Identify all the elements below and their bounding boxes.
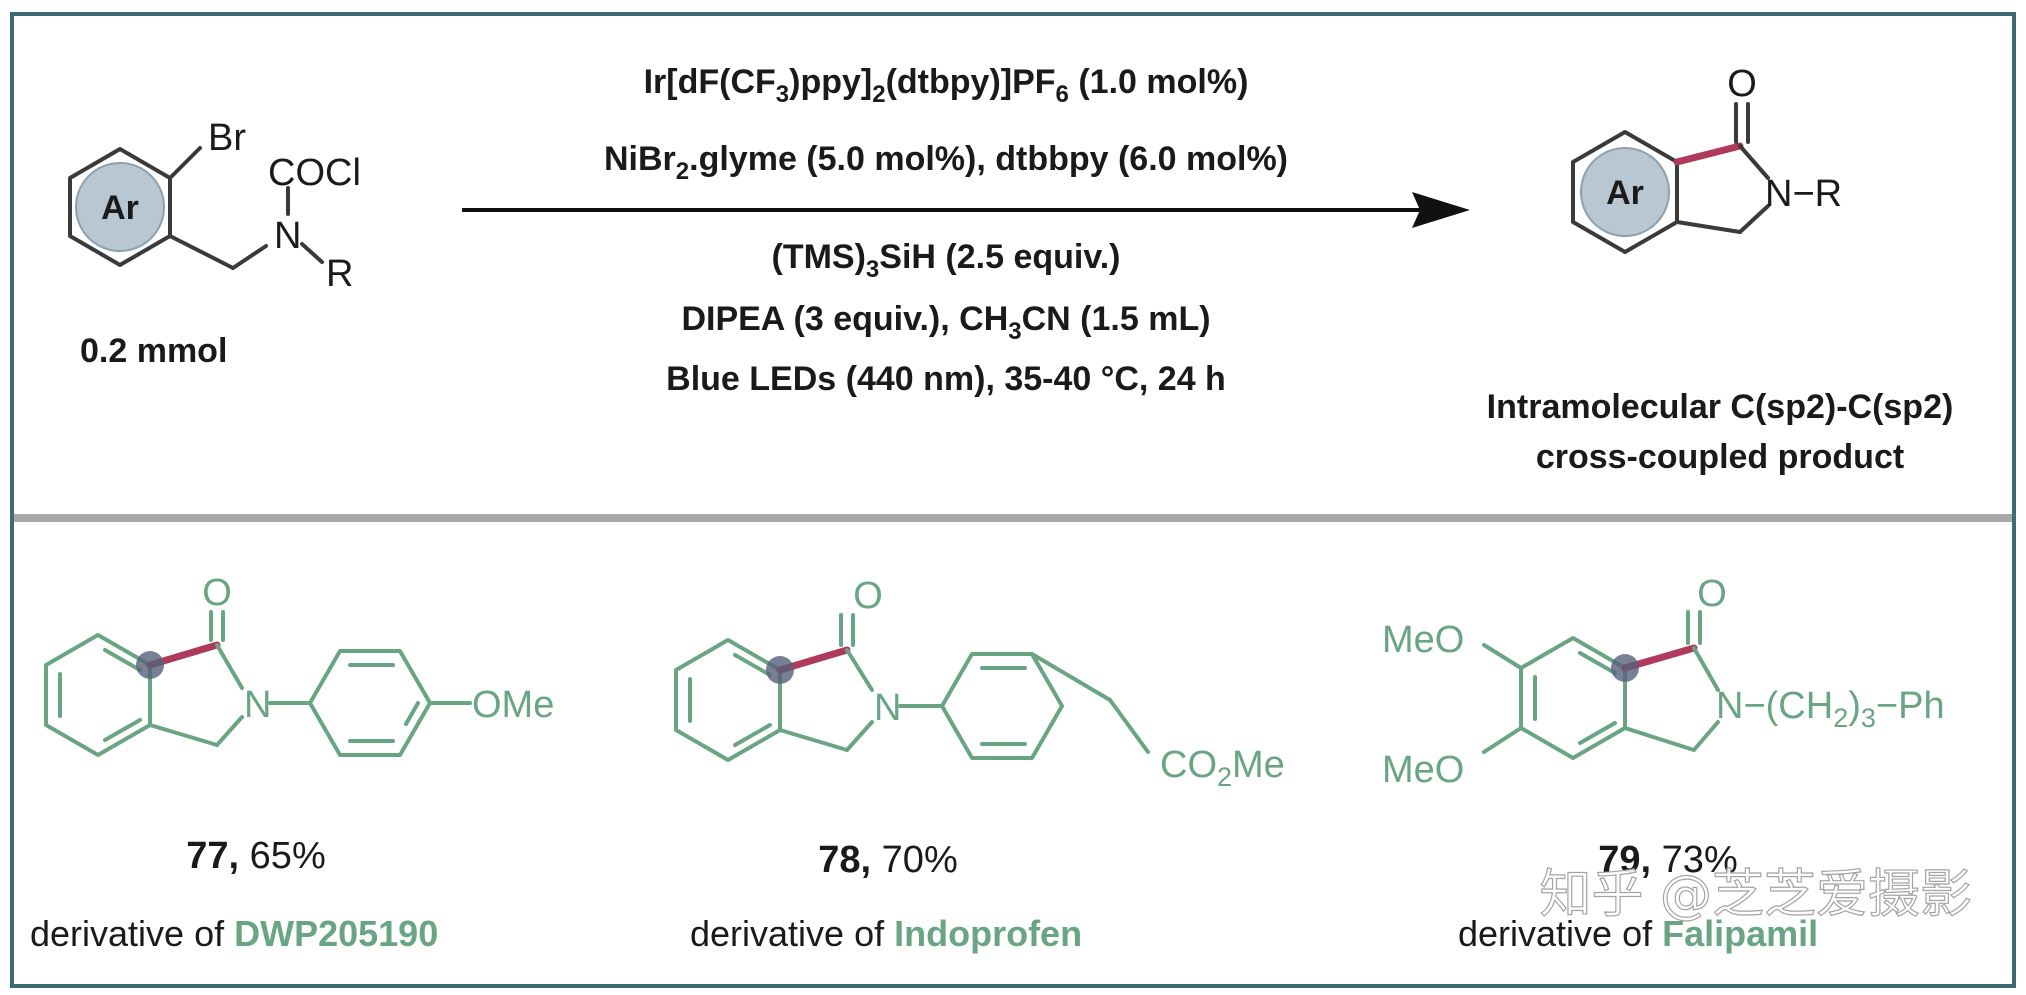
ex78-o-label: O [853, 575, 883, 617]
condition-nickel: NiBr2.glyme (5.0 mol%), dtbbpy (6.0 mol%… [604, 140, 1288, 185]
ex77-o-label: O [202, 572, 232, 614]
ex79-chain-label: N−(CH2)3−Ph [1716, 685, 1945, 733]
br-label: Br [208, 117, 246, 159]
reactant-structure: Ar Br COCl N R 0.2 mmol [68, 117, 361, 370]
example-77-yield: 77, 65% [186, 835, 325, 877]
product-caption-line1: Intramolecular C(sp2)-C(sp2) [1487, 388, 1954, 426]
coupling-dot-icon [1611, 654, 1639, 682]
watermark: 知乎 @芝芝爱摄影 [1539, 865, 1972, 925]
r-label: R [326, 253, 353, 295]
coupling-dot-icon [766, 656, 794, 684]
example-79-yield: 79, 73% [1598, 839, 1737, 881]
product-nr-label: N−R [1765, 173, 1842, 215]
ex79-meo-top-label: MeO [1382, 619, 1464, 661]
product-caption-line2: cross-coupled product [1536, 438, 1904, 476]
outer-frame [10, 12, 2016, 988]
example-79-structure: O MeO MeO N−(CH2)3−Ph [1382, 573, 1945, 791]
reaction-arrow [462, 192, 1470, 228]
cocl-label: COCl [268, 152, 361, 194]
ex79-o-label: O [1697, 573, 1727, 615]
n-label: N [274, 215, 301, 257]
example-77-structure: O N OMe [44, 572, 554, 757]
example-78-structure: O N CO2Me [674, 575, 1285, 792]
condition-photocatalyst: Ir[dF(CF3)ppy]2(dtbpy)]PF6 (1.0 mol%) [644, 63, 1249, 108]
ar-label-product: Ar [1606, 174, 1644, 212]
ar-label: Ar [101, 189, 139, 227]
ex79-meo-bottom-label: MeO [1382, 749, 1464, 791]
ex77-n-label: N [244, 684, 271, 726]
reactant-amount: 0.2 mmol [80, 332, 227, 370]
coupling-dot-icon [136, 651, 164, 679]
example-78-derivative: derivative of Indoprofen [690, 913, 1082, 954]
ex78-n-label: N [874, 687, 901, 729]
condition-silane: (TMS)3SiH (2.5 equiv.) [772, 238, 1121, 283]
product-structure: Ar O N−R Intramolecular C(sp2)-C(sp2) cr… [1487, 63, 1954, 476]
ar-circle-product [1580, 147, 1670, 237]
example-78-yield: 78, 70% [818, 839, 957, 881]
example-77-derivative: derivative of DWP205190 [30, 913, 438, 954]
ex78-co2me-label: CO2Me [1160, 744, 1285, 792]
ar-circle [75, 162, 165, 252]
ex77-ome-label: OMe [472, 684, 554, 726]
condition-light-temp-time: Blue LEDs (440 nm), 35-40 °C, 24 h [666, 360, 1226, 398]
product-o-label: O [1727, 63, 1757, 105]
condition-base-solvent: DIPEA (3 equiv.), CH3CN (1.5 mL) [681, 300, 1210, 345]
example-79-derivative: derivative of Falipamil [1458, 913, 1818, 954]
